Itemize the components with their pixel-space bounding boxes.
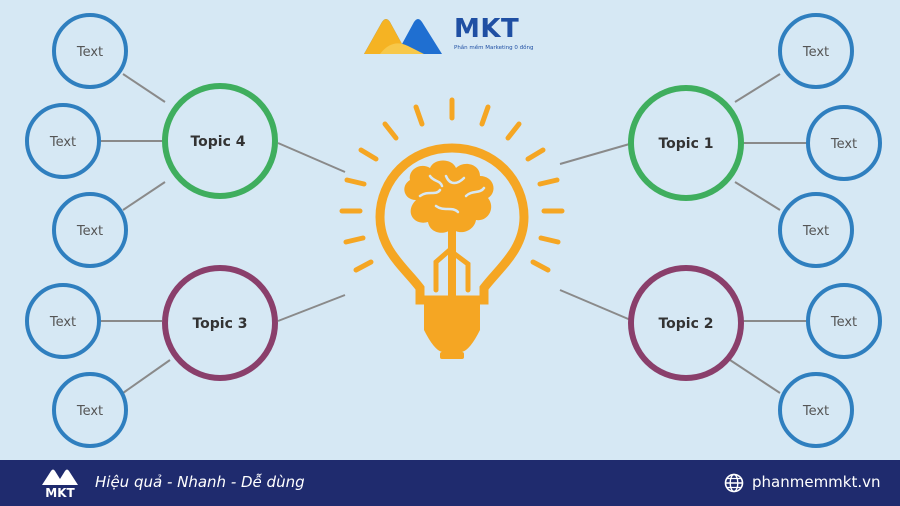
topic-2-child-2-label: Text: [802, 404, 829, 419]
globe-icon: [724, 473, 744, 493]
bulb-base: [424, 300, 480, 352]
topic-4-child-1-label: Text: [76, 45, 103, 60]
topic-1-node: [628, 85, 744, 201]
topic-2-group: Topic 2 Text Text: [628, 265, 882, 448]
footer-logo: MKT: [38, 465, 82, 501]
topic-2-label: Topic 2: [658, 316, 713, 332]
topic-4-group: Topic 4 Text Text Text: [25, 13, 278, 268]
footer-logo-icon: MKT: [42, 469, 78, 500]
mkt-logo-icon: [364, 19, 442, 54]
topic-3-child-1: [25, 283, 101, 359]
topic-1-child-1-label: Text: [802, 45, 829, 60]
footer-bar: MKT Hiệu quả - Nhanh - Dễ dùng phanmemmk…: [0, 460, 900, 506]
topic-1-child-3-label: Text: [802, 224, 829, 239]
topic-1-label: Topic 1: [658, 136, 713, 152]
topic-1-child-2-label: Text: [830, 137, 857, 152]
topic-2-child-1-label: Text: [830, 315, 857, 330]
topic-2-node: [628, 265, 744, 381]
topic-3-group: Topic 3 Text Text: [25, 265, 278, 448]
topic-1-child-1: [778, 13, 854, 89]
topic-3-label: Topic 3: [192, 316, 247, 332]
topic-1-group: Topic 1 Text Text Text: [628, 13, 882, 268]
footer-logo-text: MKT: [45, 486, 75, 500]
connector-lines: [101, 73, 807, 394]
topic-2-child-1: [806, 283, 882, 359]
mkt-logo: MKT Phần mềm Marketing 0 đồng: [362, 14, 542, 60]
mind-map-diagram: Topic 4 Text Text Text Topic 3 Text Text…: [25, 13, 882, 448]
topic-4-label: Topic 4: [190, 134, 245, 150]
topic-3-child-2-label: Text: [76, 404, 103, 419]
topic-1-child-3: [778, 192, 854, 268]
topic-2-child-2: [778, 372, 854, 448]
topic-4-child-1: [52, 13, 128, 89]
topic-4-child-2-label: Text: [49, 135, 76, 150]
website-link[interactable]: phanmemmkt.vn: [752, 473, 881, 491]
topic-4-child-3-label: Text: [76, 224, 103, 239]
topic-4-child-3: [52, 192, 128, 268]
bulb-tip: [440, 352, 464, 359]
logo-wordmark: MKT: [454, 14, 520, 44]
topic-3-child-2: [52, 372, 128, 448]
lightbulb-brain-icon: [339, 97, 565, 359]
brain-icon: [404, 160, 494, 298]
logo-tagline: Phần mềm Marketing 0 đồng: [454, 45, 534, 51]
footer-slogan: Hiệu quả - Nhanh - Dễ dùng: [95, 473, 305, 491]
topic-4-child-2: [25, 103, 101, 179]
topic-4-node: [162, 83, 278, 199]
topic-1-child-2: [806, 105, 882, 181]
topic-3-child-1-label: Text: [49, 315, 76, 330]
topic-3-node: [162, 265, 278, 381]
light-rays-icon: [339, 97, 565, 273]
